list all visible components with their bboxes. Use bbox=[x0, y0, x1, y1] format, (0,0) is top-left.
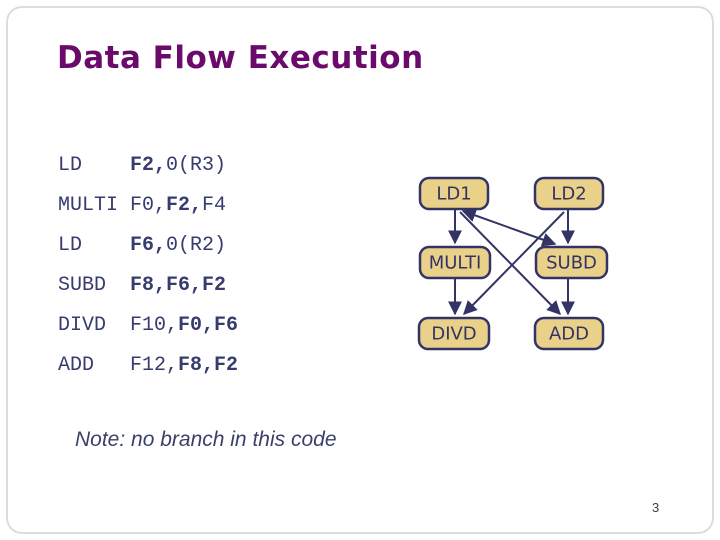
instruction-row: LD F6,0(R2) bbox=[58, 226, 238, 266]
instruction-row: DIVD F10,F0,F6 bbox=[58, 306, 238, 346]
node-box-ADD bbox=[533, 316, 605, 351]
instruction-operand: F10, bbox=[130, 314, 179, 337]
instruction-operand: F4 bbox=[202, 194, 227, 217]
node-LD2: LD2 bbox=[533, 176, 605, 211]
edge-LD2-to-DIVD bbox=[463, 211, 565, 315]
instruction-opcode: DIVD bbox=[58, 314, 131, 337]
instruction-opcode: MULTI bbox=[58, 194, 131, 217]
instruction-operand: F2, bbox=[130, 154, 167, 177]
instruction-operand: F2, bbox=[166, 194, 203, 217]
edge-LD1-to-SUBD bbox=[461, 208, 557, 247]
node-label-LD1: LD1 bbox=[436, 184, 471, 205]
node-DIVD: DIVD bbox=[417, 316, 491, 351]
instruction-operand: F8,F2 bbox=[178, 354, 239, 377]
instruction-operand: F6, bbox=[130, 234, 167, 257]
instruction-operand: F0, bbox=[130, 194, 167, 217]
node-label-ADD: ADD bbox=[549, 324, 589, 345]
node-MULTI: MULTI bbox=[418, 245, 492, 280]
instruction-opcode: LD bbox=[58, 234, 131, 257]
node-label-LD2: LD2 bbox=[551, 184, 586, 205]
node-box-LD1 bbox=[418, 176, 490, 211]
edge-LD1-to-ADD bbox=[459, 211, 561, 315]
instruction-operand: F12, bbox=[130, 354, 179, 377]
note-text: Note: no branch in this code bbox=[75, 428, 337, 451]
instruction-row: MULTI F0,F2,F4 bbox=[58, 186, 238, 226]
page-number: 3 bbox=[652, 500, 660, 515]
node-SUBD: SUBD bbox=[534, 245, 609, 280]
node-label-DIVD: DIVD bbox=[431, 324, 476, 345]
instruction-opcode: SUBD bbox=[58, 274, 131, 297]
instruction-row: LD F2,0(R3) bbox=[58, 146, 238, 186]
instruction-operand: F8,F6,F2 bbox=[130, 274, 227, 297]
instruction-opcode: ADD bbox=[58, 354, 131, 377]
node-label-SUBD: SUBD bbox=[546, 253, 597, 274]
slide-title: Data Flow Execution bbox=[57, 40, 424, 76]
node-label-MULTI: MULTI bbox=[429, 253, 482, 274]
instruction-operand: 0(R2) bbox=[166, 234, 227, 257]
instruction-opcode: LD bbox=[58, 154, 131, 177]
instruction-operand: F0,F6 bbox=[178, 314, 239, 337]
node-box-SUBD bbox=[534, 245, 609, 280]
node-ADD: ADD bbox=[533, 316, 605, 351]
instruction-row: ADD F12,F8,F2 bbox=[58, 346, 238, 386]
instruction-operand: 0(R3) bbox=[166, 154, 227, 177]
instruction-row: SUBD F8,F6,F2 bbox=[58, 266, 238, 306]
node-box-MULTI bbox=[418, 245, 492, 280]
node-box-LD2 bbox=[533, 176, 605, 211]
node-LD1: LD1 bbox=[418, 176, 490, 211]
node-box-DIVD bbox=[417, 316, 491, 351]
